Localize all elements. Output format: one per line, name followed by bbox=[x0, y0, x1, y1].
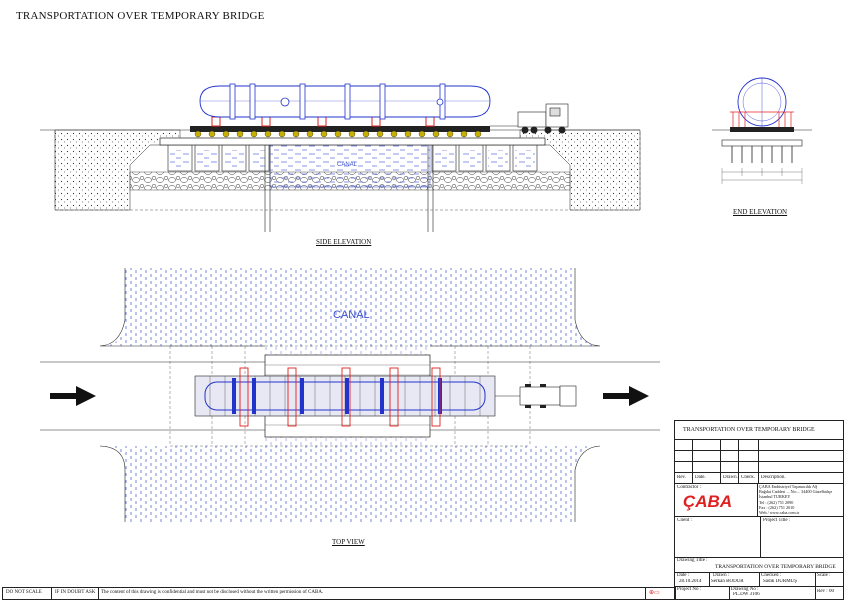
contractor-row: Contractor : ÇABA ÇABA Endüstriyel Taşım… bbox=[675, 483, 843, 517]
contractor-label: Contractor : bbox=[677, 485, 702, 490]
side-elevation: CANAL bbox=[40, 83, 641, 232]
drawing-no-label: Drawing No : bbox=[731, 587, 759, 592]
rev-label: Rev : 00 bbox=[817, 589, 834, 594]
drawing-title-value: TRANSPORTATION OVER TEMPORARY BRIDGE bbox=[715, 564, 836, 570]
company-line: Fax : (262) 751 2010 bbox=[759, 504, 795, 510]
footer-bar: DO NOT SCALE IF IN DOUBT ASK The content… bbox=[2, 587, 676, 600]
direction-arrow-left bbox=[50, 386, 96, 406]
drawn-col: Drawn. bbox=[723, 475, 738, 480]
company-line: Web / www.caba.com.tr bbox=[759, 510, 800, 516]
project-title-label: Project Title : bbox=[763, 518, 791, 523]
top-view-label: TOP VIEW bbox=[332, 538, 365, 546]
drawing-no-value: PL.DW 3106 bbox=[733, 592, 760, 597]
client-label: Client : bbox=[677, 518, 692, 523]
drawing-title-label: Drawing Title : bbox=[677, 558, 708, 563]
confidential-note: The content of this drawing is confident… bbox=[101, 590, 324, 595]
caba-logo: ÇABA bbox=[683, 492, 733, 511]
scale-label: Scale : bbox=[817, 573, 831, 578]
if-in-doubt: IF IN DOUBT ASK bbox=[55, 590, 96, 595]
top-view: CANAL bbox=[40, 268, 660, 522]
title-block: TRANSPORTATION OVER TEMPORARY BRIDGE Rev… bbox=[674, 420, 844, 600]
company-line: ÇABA Endüstriyel Taşımacılık AŞ bbox=[759, 484, 818, 489]
date-label: Date : bbox=[677, 573, 690, 578]
title-block-header: TRANSPORTATION OVER TEMPORARY BRIDGE bbox=[683, 427, 815, 433]
company-line: Tel : (262) 751 2090 bbox=[759, 499, 794, 505]
drawn-value: Serkan BODUR bbox=[711, 579, 744, 584]
drawing-title: TRANSPORTATION OVER TEMPORARY BRIDGE bbox=[16, 10, 265, 22]
checked-label: Checked : bbox=[761, 573, 782, 578]
end-elevation-label: END ELEVATION bbox=[733, 208, 788, 216]
date-col: Date. bbox=[695, 475, 706, 480]
canal-label-top: CANAL bbox=[333, 309, 370, 321]
drawn-label: Drawn : bbox=[713, 573, 730, 578]
project-no-label: Project No : bbox=[677, 587, 702, 592]
company-line: İstanbul TURKEY bbox=[759, 494, 791, 500]
rev-col: Rev. bbox=[677, 475, 686, 480]
end-elevation bbox=[712, 77, 812, 184]
side-elevation-label: SIDE ELEVATION bbox=[316, 238, 372, 246]
check-col: Check. bbox=[741, 475, 756, 480]
description-col: Description. bbox=[761, 475, 786, 480]
company-line: Bağdat Caddesi ... No:... 34400 Güzelbah… bbox=[759, 489, 833, 495]
date-value: 28.10.2014 bbox=[679, 579, 702, 584]
checked-value: Sadık DURMUŞ bbox=[763, 579, 798, 584]
canal-label-side: CANAL bbox=[337, 162, 358, 168]
revision-header-row: Rev. Date. Drawn. Check. Description. bbox=[675, 472, 843, 484]
do-not-scale: DO NOT SCALE bbox=[6, 590, 42, 595]
direction-arrow-right bbox=[603, 386, 649, 406]
projection-symbol-icon: ⊕▭ bbox=[649, 590, 660, 596]
